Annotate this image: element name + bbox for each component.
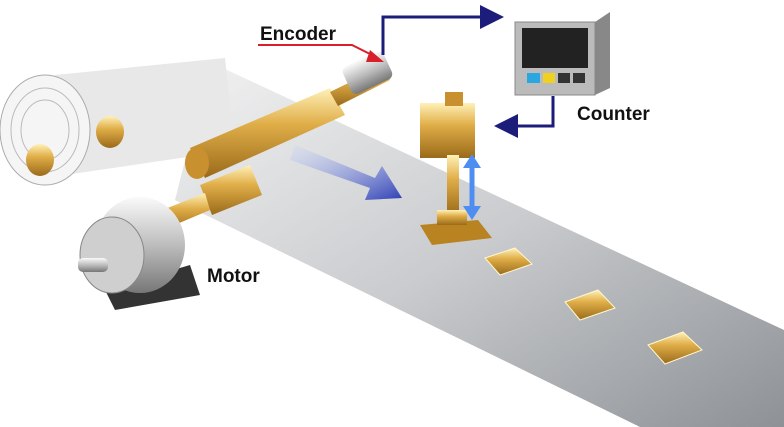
upper-roller: [185, 51, 393, 179]
encoder-body: [342, 51, 393, 94]
vertical-double-arrow-icon: [463, 154, 481, 220]
product-chip: [647, 331, 703, 365]
encoder-to-counter-arrow: [381, 5, 504, 55]
product-chip: [564, 289, 616, 321]
sensor-head: [420, 92, 492, 245]
motor: [78, 165, 262, 310]
encoder-pointer: [258, 44, 379, 59]
motor-label: Motor: [207, 266, 260, 287]
counter-device: [514, 12, 610, 96]
counter-to-sensor-arrow: [494, 96, 555, 138]
counter-label: Counter: [577, 104, 650, 125]
paper-roll: [0, 58, 235, 186]
encoder-label: Encoder: [260, 24, 337, 45]
product-chip: [484, 247, 533, 276]
conveyor-belt: [175, 62, 784, 427]
belt-direction-arrow: [290, 145, 402, 200]
